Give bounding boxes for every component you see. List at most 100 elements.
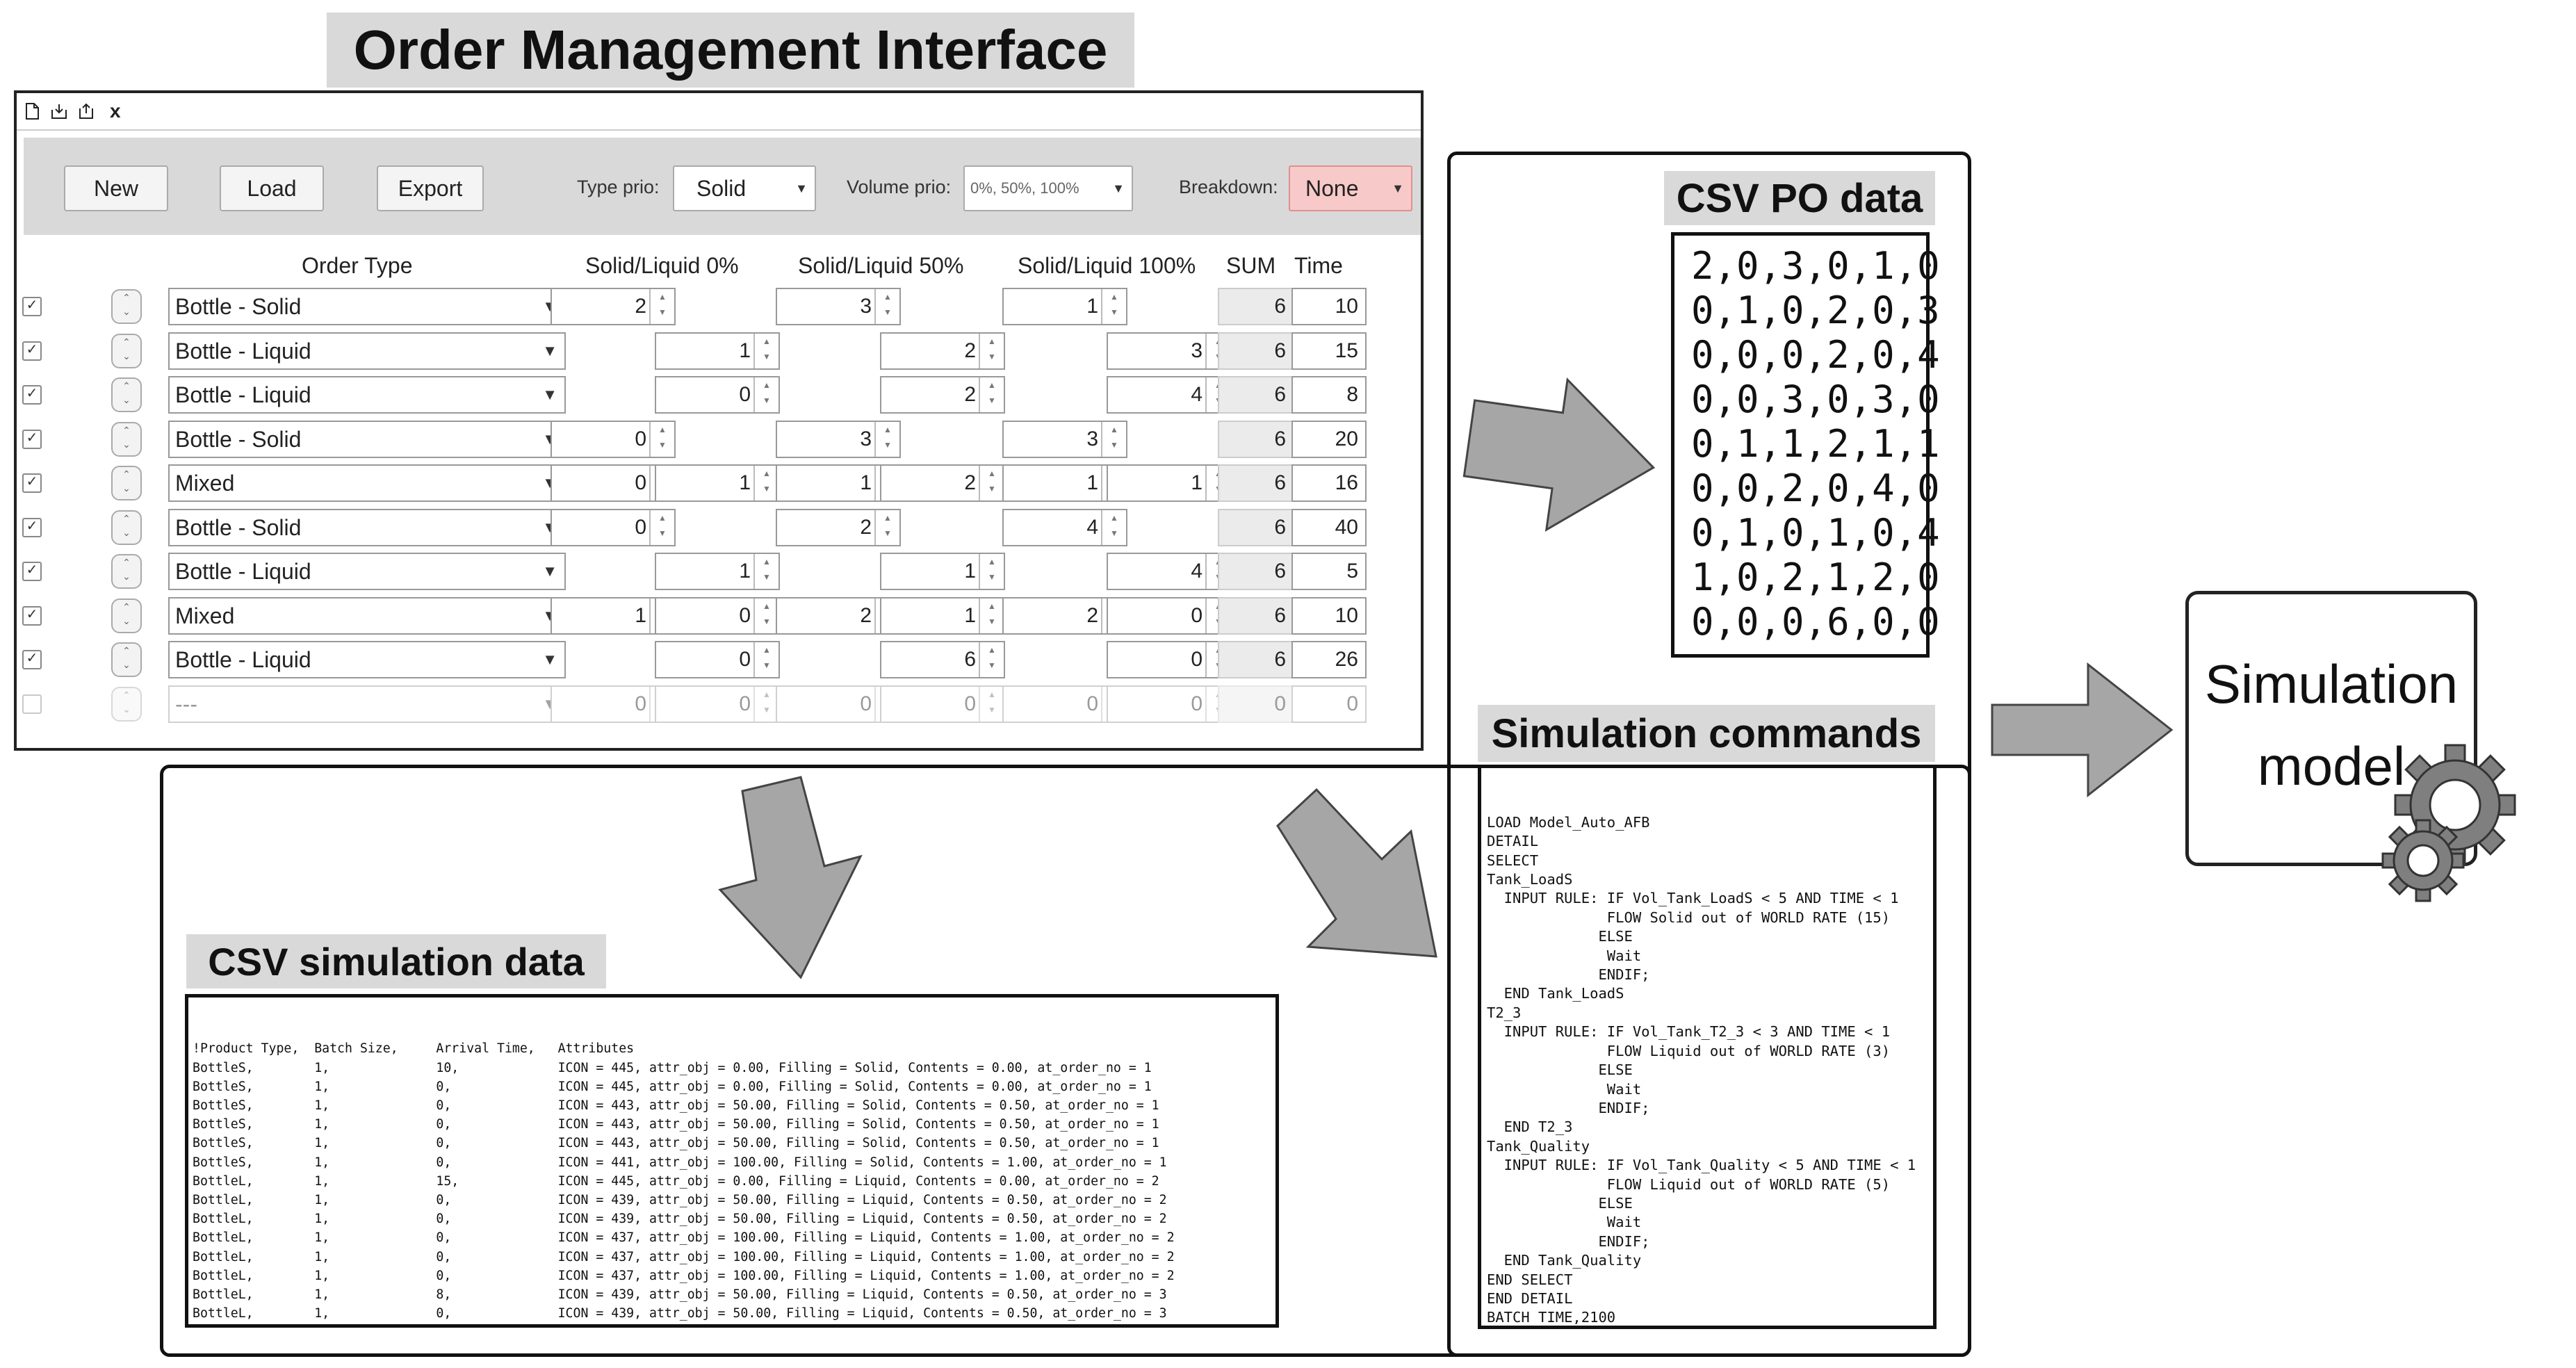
export-button[interactable]: Export — [377, 165, 484, 211]
row-reorder-handle[interactable]: ⌃⌄ — [111, 422, 142, 457]
stepper-arrows-icon[interactable]: ▲▼ — [874, 687, 899, 722]
close-icon[interactable]: x — [110, 100, 121, 122]
quantity-stepper[interactable]: 2▲▼ — [776, 509, 901, 546]
quantity-stepper[interactable]: 0▲▼ — [1107, 641, 1232, 678]
quantity-stepper[interactable]: 1▲▼ — [1002, 288, 1127, 325]
stepper-arrows-icon[interactable]: ▲▼ — [874, 289, 899, 324]
volume-prio-select[interactable]: 0%, 50%, 100% ▼ — [963, 165, 1133, 211]
row-reorder-handle[interactable]: ⌃⌄ — [111, 466, 142, 500]
load-button[interactable]: Load — [220, 165, 324, 211]
order-type-select[interactable]: Bottle - Liquid▼ — [168, 641, 566, 678]
quantity-stepper[interactable]: 0▲▼ — [655, 685, 780, 723]
stepper-arrows-icon[interactable]: ▲▼ — [979, 687, 1004, 722]
quantity-stepper[interactable]: 2▲▼ — [880, 332, 1005, 370]
stepper-arrows-icon[interactable]: ▲▼ — [1101, 289, 1126, 324]
quantity-stepper[interactable]: 0▲▼ — [655, 641, 780, 678]
quantity-stepper[interactable]: 1▲▼ — [655, 464, 780, 502]
row-reorder-handle[interactable]: ⌃⌄ — [111, 554, 142, 589]
stepper-arrows-icon[interactable]: ▲▼ — [753, 466, 778, 500]
stepper-arrows-icon[interactable]: ▲▼ — [874, 510, 899, 545]
stepper-arrows-icon[interactable]: ▲▼ — [753, 687, 778, 722]
row-reorder-handle[interactable]: ⌃⌄ — [111, 687, 142, 722]
row-reorder-handle[interactable]: ⌃⌄ — [111, 377, 142, 412]
row-time-input[interactable]: 5 — [1291, 553, 1367, 590]
row-checkbox[interactable]: ✓ — [22, 341, 42, 361]
quantity-stepper[interactable]: 1▲▼ — [655, 553, 780, 590]
row-time-input[interactable]: 10 — [1291, 288, 1367, 325]
row-checkbox[interactable]: ✓ — [22, 606, 42, 626]
row-checkbox[interactable]: ✓ — [22, 518, 42, 537]
order-type-select[interactable]: Bottle - Liquid▼ — [168, 332, 566, 370]
row-reorder-handle[interactable]: ⌃⌄ — [111, 642, 142, 677]
stepper-arrows-icon[interactable]: ▲▼ — [649, 422, 674, 457]
import-icon[interactable] — [50, 103, 68, 120]
quantity-stepper[interactable]: 0▲▼ — [551, 509, 676, 546]
quantity-stepper[interactable]: 1▲▼ — [880, 597, 1005, 635]
order-type-select[interactable]: Bottle - Solid▼ — [168, 288, 566, 325]
new-button[interactable]: New — [64, 165, 168, 211]
row-checkbox[interactable]: ✓ — [22, 650, 42, 669]
row-time-input[interactable]: 8 — [1291, 376, 1367, 414]
row-checkbox[interactable] — [22, 694, 42, 714]
quantity-stepper[interactable]: 0▲▼ — [1107, 597, 1232, 635]
stepper-arrows-icon[interactable]: ▲▼ — [753, 642, 778, 677]
stepper-arrows-icon[interactable]: ▲▼ — [753, 598, 778, 633]
new-file-icon[interactable] — [25, 103, 40, 120]
stepper-arrows-icon[interactable]: ▲▼ — [979, 642, 1004, 677]
stepper-arrows-icon[interactable]: ▲▼ — [1101, 422, 1126, 457]
row-checkbox[interactable]: ✓ — [22, 385, 42, 405]
quantity-stepper[interactable]: 0▲▼ — [655, 597, 780, 635]
stepper-arrows-icon[interactable]: ▲▼ — [649, 289, 674, 324]
row-reorder-handle[interactable]: ⌃⌄ — [111, 289, 142, 324]
stepper-arrows-icon[interactable]: ▲▼ — [979, 377, 1004, 412]
quantity-stepper[interactable]: 4▲▼ — [1002, 509, 1127, 546]
stepper-arrows-icon[interactable]: ▲▼ — [979, 334, 1004, 368]
quantity-stepper[interactable]: 0▲▼ — [1002, 685, 1127, 723]
quantity-stepper[interactable]: 1▲▼ — [655, 332, 780, 370]
stepper-arrows-icon[interactable]: ▲▼ — [979, 598, 1004, 633]
order-type-select[interactable]: Bottle - Solid▼ — [168, 509, 566, 546]
row-time-input[interactable]: 15 — [1291, 332, 1367, 370]
row-time-input[interactable]: 40 — [1291, 509, 1367, 546]
quantity-stepper[interactable]: 2▲▼ — [551, 288, 676, 325]
order-type-select[interactable]: Bottle - Liquid▼ — [168, 553, 566, 590]
row-checkbox[interactable]: ✓ — [22, 430, 42, 449]
row-checkbox[interactable]: ✓ — [22, 562, 42, 581]
row-checkbox[interactable]: ✓ — [22, 473, 42, 493]
row-time-input[interactable]: 0 — [1291, 685, 1367, 723]
stepper-arrows-icon[interactable]: ▲▼ — [1101, 510, 1126, 545]
stepper-arrows-icon[interactable]: ▲▼ — [1101, 687, 1126, 722]
stepper-arrows-icon[interactable]: ▲▼ — [979, 554, 1004, 589]
quantity-stepper[interactable]: 1▲▼ — [880, 553, 1005, 590]
order-type-select[interactable]: Mixed▼ — [168, 464, 566, 502]
quantity-stepper[interactable]: 0▲▼ — [1107, 685, 1232, 723]
order-type-select[interactable]: Bottle - Solid▼ — [168, 421, 566, 458]
row-time-input[interactable]: 26 — [1291, 641, 1367, 678]
order-type-select[interactable]: Bottle - Liquid▼ — [168, 376, 566, 414]
row-time-input[interactable]: 16 — [1291, 464, 1367, 502]
stepper-arrows-icon[interactable]: ▲▼ — [753, 377, 778, 412]
stepper-arrows-icon[interactable]: ▲▼ — [874, 422, 899, 457]
quantity-stepper[interactable]: 3▲▼ — [1002, 421, 1127, 458]
stepper-arrows-icon[interactable]: ▲▼ — [753, 334, 778, 368]
row-checkbox[interactable]: ✓ — [22, 297, 42, 316]
row-reorder-handle[interactable]: ⌃⌄ — [111, 334, 142, 368]
quantity-stepper[interactable]: 0▲▼ — [880, 685, 1005, 723]
quantity-stepper[interactable]: 0▲▼ — [655, 376, 780, 414]
quantity-stepper[interactable]: 0▲▼ — [551, 421, 676, 458]
row-reorder-handle[interactable]: ⌃⌄ — [111, 598, 142, 633]
quantity-stepper[interactable]: 0▲▼ — [551, 685, 676, 723]
stepper-arrows-icon[interactable]: ▲▼ — [649, 510, 674, 545]
order-type-select[interactable]: Mixed▼ — [168, 597, 566, 635]
type-prio-select[interactable]: Solid ▼ — [673, 165, 816, 211]
row-time-input[interactable]: 20 — [1291, 421, 1367, 458]
row-time-input[interactable]: 10 — [1291, 597, 1367, 635]
export-icon[interactable] — [78, 103, 95, 120]
row-reorder-handle[interactable]: ⌃⌄ — [111, 510, 142, 545]
quantity-stepper[interactable]: 0▲▼ — [776, 685, 901, 723]
quantity-stepper[interactable]: 2▲▼ — [880, 464, 1005, 502]
stepper-arrows-icon[interactable]: ▲▼ — [649, 687, 674, 722]
quantity-stepper[interactable]: 3▲▼ — [776, 288, 901, 325]
stepper-arrows-icon[interactable]: ▲▼ — [753, 554, 778, 589]
quantity-stepper[interactable]: 4▲▼ — [1107, 553, 1232, 590]
